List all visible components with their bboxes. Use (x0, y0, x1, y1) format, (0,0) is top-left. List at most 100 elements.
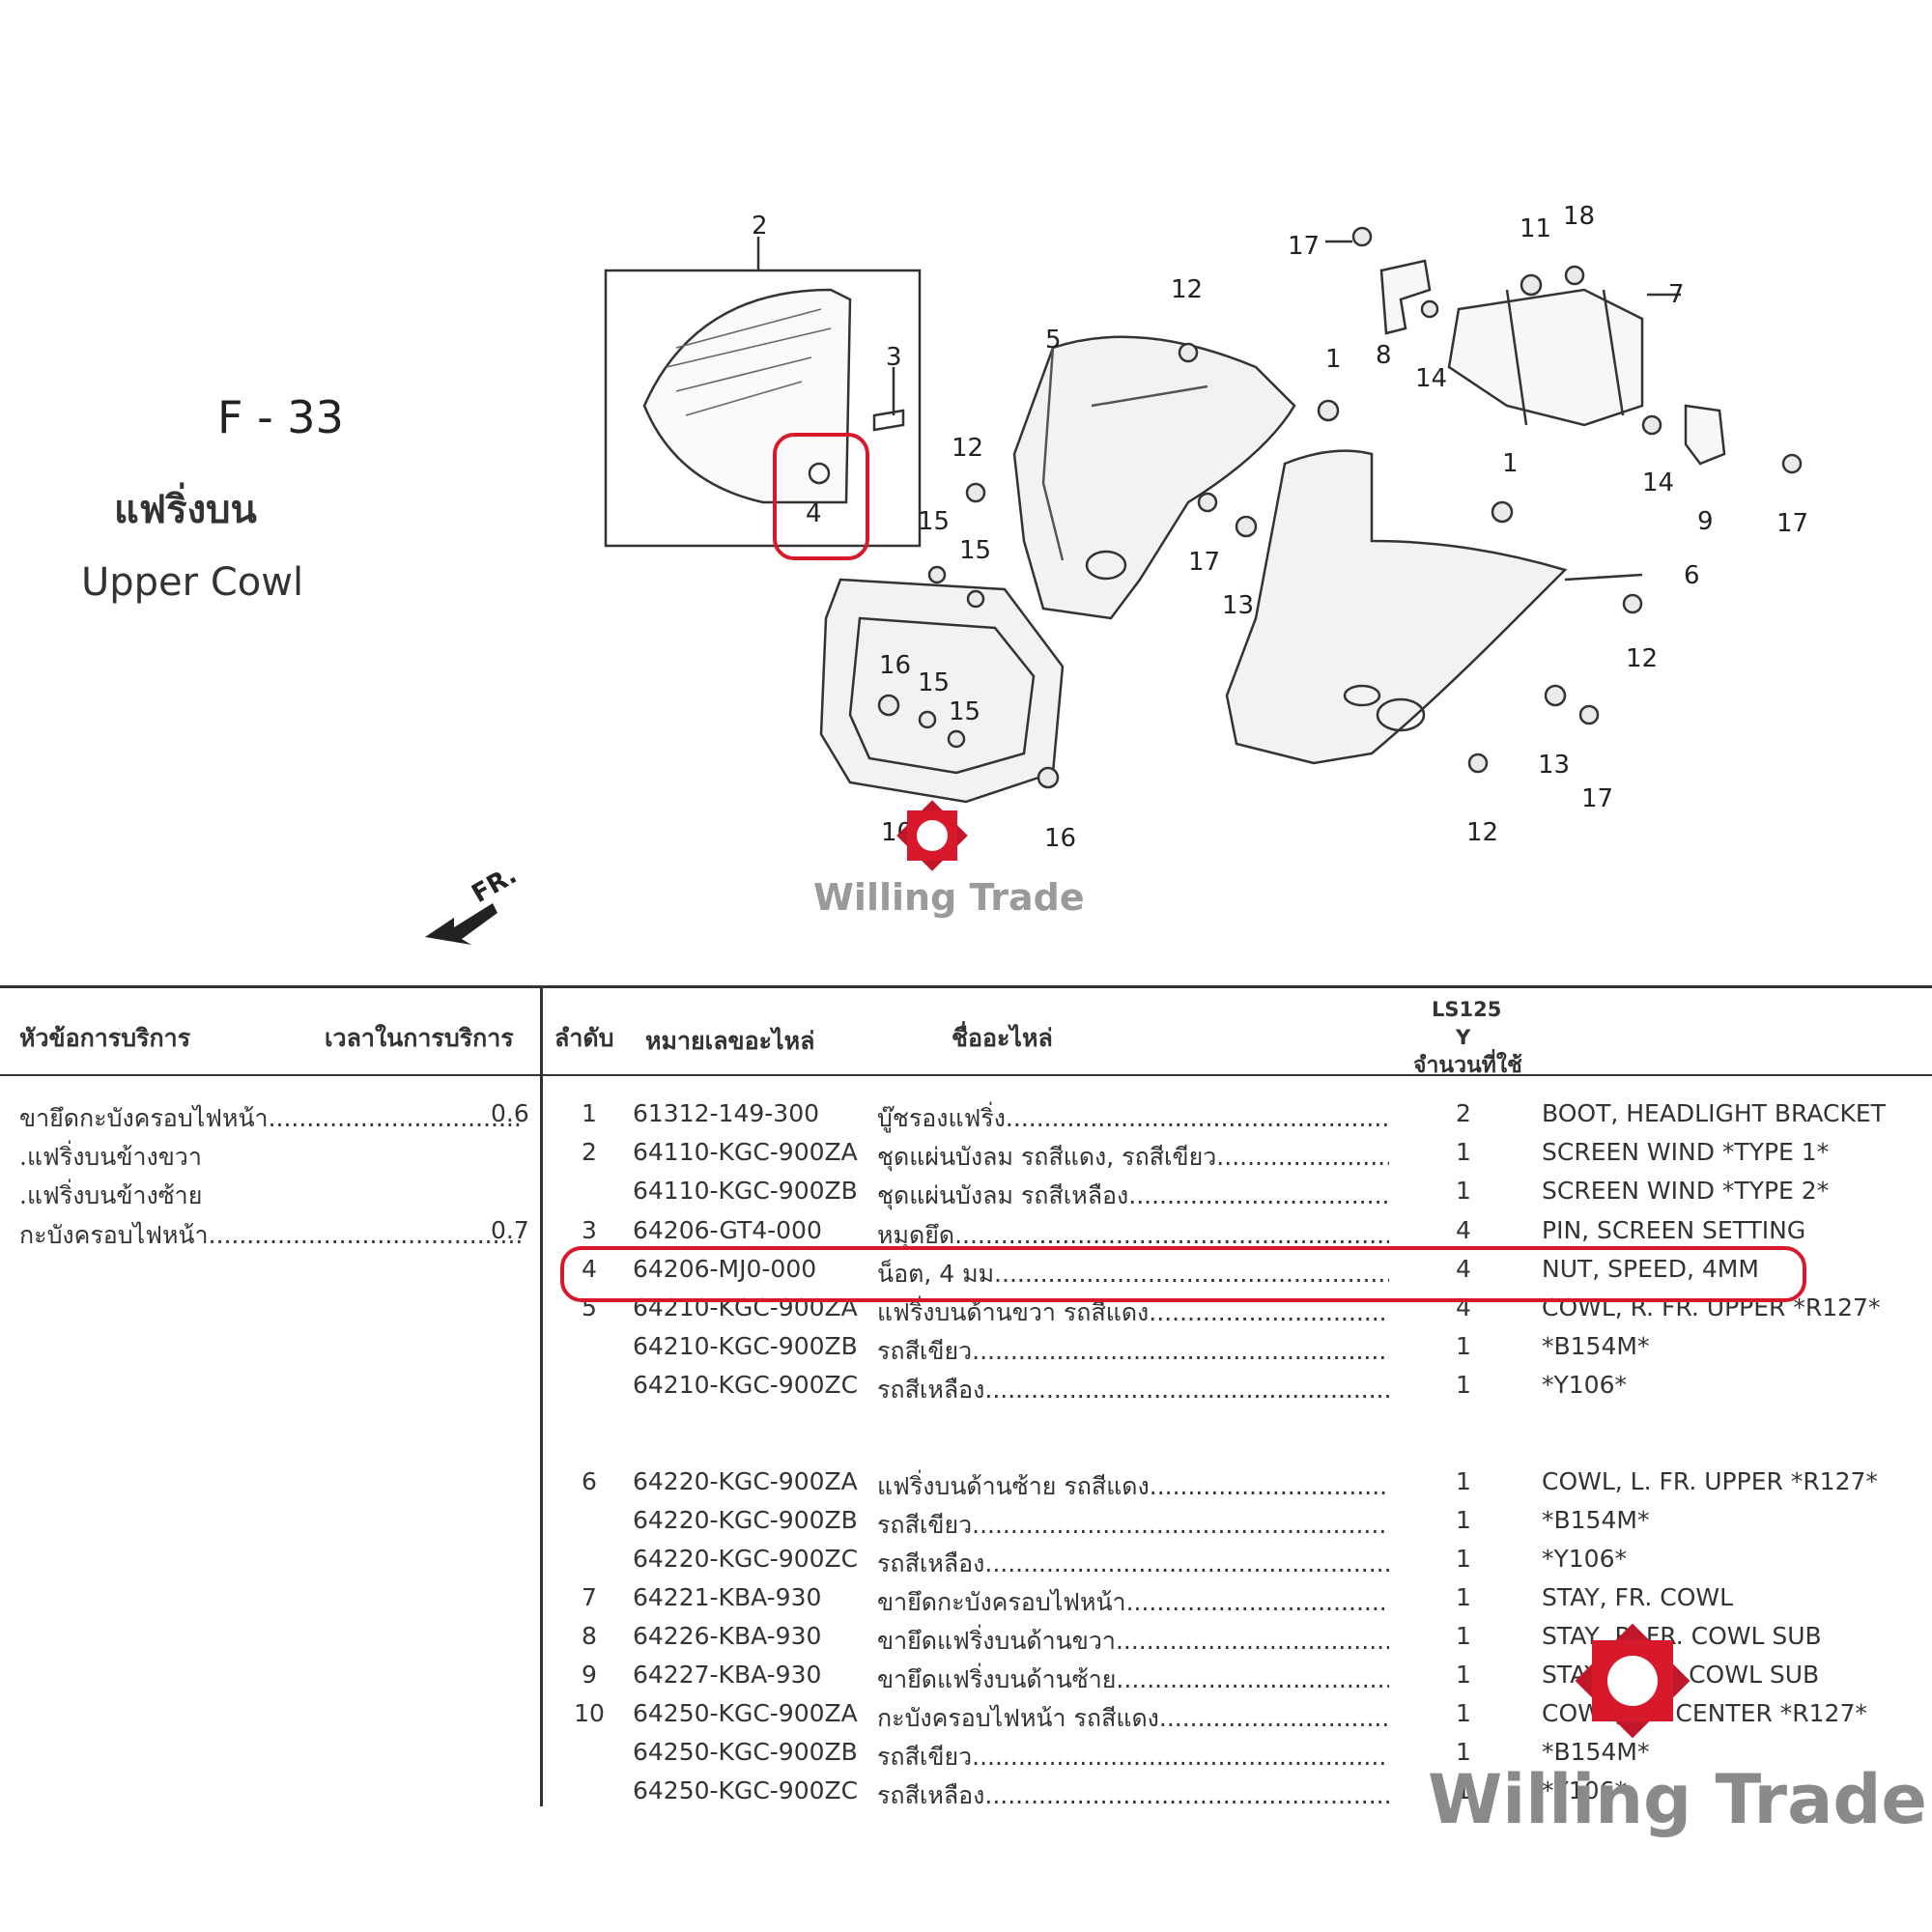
seq-cell: 4 (582, 1255, 597, 1283)
svg-text:17: 17 (1776, 509, 1808, 538)
svg-text:15: 15 (918, 668, 950, 697)
svg-text:8: 8 (1376, 341, 1392, 370)
svg-text:12: 12 (952, 434, 983, 463)
row-highlight (560, 1246, 1806, 1302)
part-name-thai-cell: รถสีเหลือง..............................… (877, 1549, 1389, 1577)
screen-pin (872, 409, 905, 432)
svg-text:7: 7 (1668, 280, 1685, 309)
table-header-rule (0, 1074, 1932, 1076)
svg-text:17: 17 (1188, 548, 1220, 577)
part-number-cell: 64226-KBA-930 (633, 1622, 822, 1650)
seq-cell: 7 (582, 1583, 597, 1611)
qty-cell: 1 (1456, 1332, 1471, 1360)
part-number-cell: 64220-KGC-900ZC (633, 1545, 859, 1573)
qty-cell: 1 (1456, 1583, 1471, 1611)
seq-cell: 10 (574, 1699, 605, 1727)
svg-text:18: 18 (1563, 202, 1595, 231)
svg-text:6: 6 (1684, 561, 1700, 590)
part-name-thai-cell: ขายึดกะบังครอบไฟหน้า....................… (877, 1588, 1389, 1616)
left-upper-cowl (1225, 449, 1568, 765)
part-name-english-cell: *Y106* (1542, 1545, 1627, 1573)
svg-text:15: 15 (949, 697, 980, 726)
part-number-cell: 64250-KGC-900ZA (633, 1699, 858, 1727)
part-name-thai-cell: รถสีเขียว...............................… (877, 1337, 1389, 1365)
qty-cell: 1 (1456, 1371, 1471, 1399)
part-name-english-cell: STAY, R. FR. COWL SUB (1542, 1622, 1822, 1650)
seq-cell: 3 (582, 1216, 597, 1244)
service-item: .แฟริ่งบนข้างขวา (19, 1143, 202, 1171)
part-name-thai-cell: บู๊ชรองแฟริ่ง...........................… (877, 1104, 1389, 1132)
svg-text:3: 3 (886, 343, 902, 372)
service-item: กะบังครอบไฟหน้า.........................… (19, 1221, 524, 1249)
header-service-time: เวลาในการบริการ (325, 1024, 514, 1052)
part-number-cell: 64221-KBA-930 (633, 1583, 822, 1611)
table-top-rule (0, 985, 1932, 988)
table-row: 2 64110-KGC-900ZA ชุดแผ่นบังลม รถสีแดง, รถ… (0, 1138, 1932, 1177)
svg-text:13: 13 (1538, 751, 1570, 780)
part-number-cell: 61312-149-300 (633, 1099, 820, 1127)
part-number-cell: 64250-KGC-900ZB (633, 1738, 858, 1766)
part-name-thai-cell: ชุดแผ่นบังลม รถสีแดง, รถสีเขียว.........… (877, 1143, 1389, 1171)
right-cowl-sub-stay (1379, 259, 1432, 335)
part-name-thai-cell: ขายึดแฟริ่งบนด้านขวา....................… (877, 1627, 1389, 1655)
qty-cell: 2 (1456, 1099, 1471, 1127)
svg-text:14: 14 (1415, 364, 1447, 393)
svg-text:16: 16 (879, 651, 911, 680)
part-name-thai-cell: แฟริ่งบนด้านขวา รถสีแดง.................… (877, 1298, 1389, 1326)
part-name-english-cell: STAY, FR. COWL (1542, 1583, 1734, 1611)
callout-highlight (773, 433, 869, 560)
part-number-cell: 64206-MJ0-000 (633, 1255, 817, 1283)
svg-text:9: 9 (1697, 507, 1714, 536)
seq-cell: 8 (582, 1622, 597, 1650)
header-service-topic: หัวข้อการบริการ (19, 1024, 191, 1052)
part-number-cell: 64220-KGC-900ZA (633, 1467, 858, 1495)
table-row: 8 64226-KBA-930 ขายึดแฟริ่งบนด้านขวา......… (0, 1622, 1932, 1661)
title-thai: แฟริ่งบน (114, 488, 257, 532)
part-name-thai-cell: กะบังครอบไฟหน้า รถสีแดง.................… (877, 1704, 1389, 1732)
svg-text:16: 16 (1044, 824, 1076, 853)
svg-text:11: 11 (1520, 214, 1551, 243)
seq-cell: 6 (582, 1467, 597, 1495)
watermark-text-top: Willing Trade (813, 876, 1085, 919)
part-name-english-cell: PIN, SCREEN SETTING (1542, 1216, 1806, 1244)
seq-cell: 2 (582, 1138, 597, 1166)
part-number-cell: 64227-KBA-930 (633, 1661, 822, 1689)
header-part-no: หมายเลขอะไหล่ (645, 1027, 815, 1055)
qty-cell: 4 (1456, 1216, 1471, 1244)
header-model-year: Y (1456, 1026, 1471, 1049)
svg-text:15: 15 (918, 507, 950, 536)
qty-cell: 1 (1456, 1738, 1471, 1766)
qty-cell: 4 (1456, 1255, 1471, 1283)
part-name-english-cell: COWL, L. FR. UPPER *R127* (1542, 1467, 1878, 1495)
watermark-logo (1575, 1623, 1690, 1739)
part-number-cell: 64206-GT4-000 (633, 1216, 822, 1244)
qty-cell: 1 (1456, 1661, 1471, 1689)
part-name-english-cell: *Y106* (1542, 1371, 1627, 1399)
svg-text:2: 2 (752, 212, 768, 241)
header-seq: ลำดับ (554, 1024, 614, 1052)
figure-code: F - 33 (217, 391, 344, 443)
part-name-english-cell: *B154M* (1542, 1506, 1650, 1534)
part-name-thai-cell: รถสีเขียว...............................… (877, 1511, 1389, 1539)
qty-cell: 1 (1456, 1622, 1471, 1650)
part-number-cell: 64210-KGC-900ZC (633, 1371, 859, 1399)
service-item: .แฟริ่งบนข้างซ้าย (19, 1181, 203, 1209)
part-name-english-cell: SCREEN WIND *TYPE 1* (1542, 1138, 1830, 1166)
service-time: 0.7 (491, 1216, 529, 1244)
part-name-thai-cell: รถสีเขียว...............................… (877, 1743, 1389, 1771)
part-name-english-cell: BOOT, HEADLIGHT BRACKET (1542, 1099, 1886, 1127)
part-number-cell: 64110-KGC-900ZA (633, 1138, 858, 1166)
speed-nut (808, 462, 831, 485)
table-row: 64220-KGC-900ZC รถสีเหลือง...............… (0, 1545, 1932, 1583)
part-name-english-cell: NUT, SPEED, 4MM (1542, 1255, 1759, 1283)
header-model: LS125 (1432, 998, 1502, 1021)
seq-cell: 9 (582, 1661, 597, 1689)
